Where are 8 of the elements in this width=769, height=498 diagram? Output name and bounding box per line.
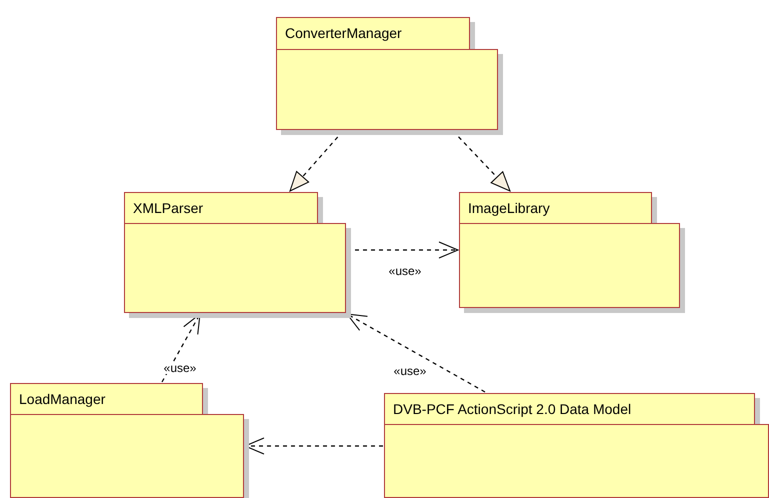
package-name: LoadManager bbox=[19, 390, 106, 409]
edge-label: «use» bbox=[162, 362, 198, 374]
package-name: ConverterManager bbox=[285, 24, 402, 43]
uml-package bbox=[384, 393, 769, 498]
package-name: ImageLibrary bbox=[468, 198, 550, 218]
package-name: XMLParser bbox=[133, 198, 204, 218]
package-name: DVB-PCF ActionScript 2.0 Data Model bbox=[393, 400, 632, 419]
dependency-arrow bbox=[346, 313, 486, 393]
